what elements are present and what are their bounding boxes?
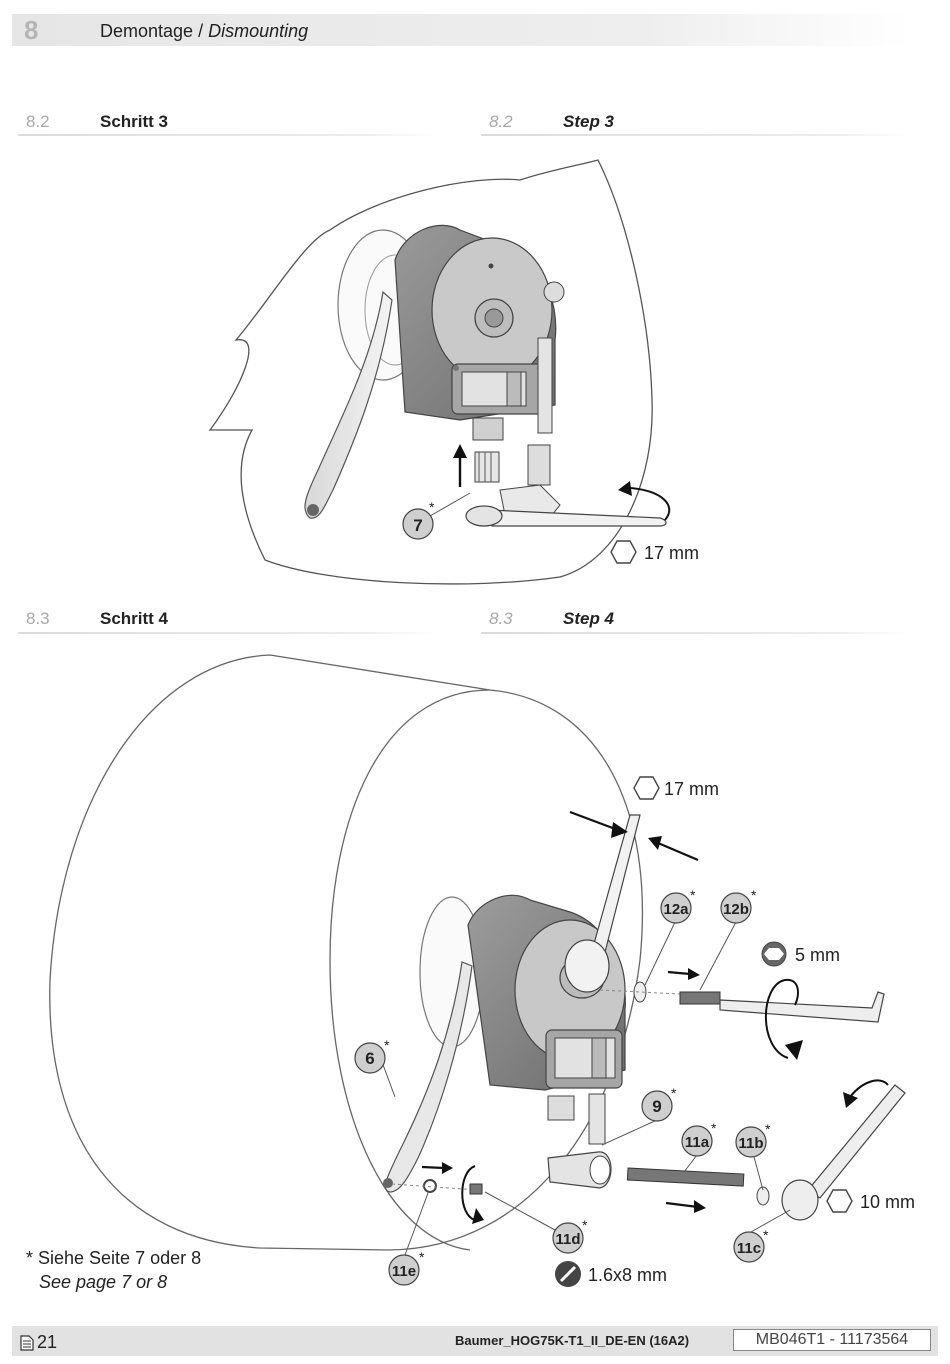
callout-11a: 11a * <box>681 1120 717 1157</box>
open-end-wrench <box>489 509 667 527</box>
chapter-header-bar <box>12 14 910 46</box>
callout-asterisk: * <box>765 1121 771 1137</box>
callout-asterisk: * <box>690 887 696 903</box>
hex-nut-icon <box>826 1189 853 1213</box>
tool-size-label: 17 mm <box>644 543 699 563</box>
section-title-en: Step 3 <box>563 112 615 131</box>
torque-arm <box>304 290 393 519</box>
section-number-de: 8.3 <box>26 609 50 628</box>
document-name: Baumer_HOG75K-T1_II_DE-EN (16A2) <box>455 1333 690 1348</box>
callout-label: 11a <box>685 1134 710 1151</box>
callout-circle <box>402 508 434 540</box>
tool-size-label: 1.6x8 mm <box>588 1265 667 1285</box>
section-title-en: Step 4 <box>563 609 615 628</box>
support-column <box>537 337 553 434</box>
chapter-number: 8 <box>24 15 39 45</box>
cable-gland <box>472 417 504 441</box>
callout-9: 9 * <box>641 1085 677 1122</box>
callout-12b: 12b * <box>720 887 757 924</box>
chapter-title-de: Demontage <box>100 21 194 41</box>
section-rule <box>18 134 438 136</box>
callout-label: 11e <box>392 1263 416 1280</box>
document-code: MB046T1 - 11173564 <box>733 1329 931 1351</box>
hex-nut-icon <box>610 540 637 564</box>
callout-asterisk: * <box>384 1037 390 1053</box>
page-number: 21 <box>20 1332 57 1353</box>
tool-size-label: 10 mm <box>860 1192 915 1212</box>
chapter-title: Demontage / Dismounting <box>100 21 308 42</box>
callout-11c: 11c * <box>733 1227 769 1263</box>
section-title-de: Schritt 4 <box>100 609 169 628</box>
footnote: * Siehe Seite 7 oder 8 See page 7 or 8 <box>26 1246 201 1294</box>
footnote-de: * Siehe Seite 7 oder 8 <box>26 1248 202 1268</box>
callout-asterisk: * <box>763 1227 769 1243</box>
section-rule <box>18 632 438 634</box>
callout-label: 6 <box>365 1049 374 1068</box>
callout-label: 12b <box>723 901 749 918</box>
rotation-arrow <box>629 487 671 521</box>
section-number-en: 8.2 <box>489 112 513 131</box>
hex-nut-icon <box>633 776 660 800</box>
callout-label: 11d <box>555 1231 580 1248</box>
callout-11d: 11d * <box>552 1217 588 1254</box>
document-icon <box>20 1334 34 1351</box>
section-number-de: 8.2 <box>26 112 50 131</box>
callout-11e: 11e * <box>388 1249 425 1286</box>
tool-size-label: 17 mm <box>664 779 719 799</box>
callout-label: 9 <box>652 1097 661 1116</box>
machine-outline <box>208 159 653 585</box>
callout-asterisk: * <box>751 887 757 903</box>
callout-label: 11c <box>737 1240 761 1257</box>
tool-size-label: 5 mm <box>795 945 840 965</box>
chapter-title-separator: / <box>193 21 209 41</box>
section-number-en: 8.3 <box>489 609 513 628</box>
callout-label: 11b <box>738 1135 763 1152</box>
callout-6: 6 * <box>354 1037 390 1074</box>
chapter-title-en: Dismounting <box>208 21 309 41</box>
section-title-de: Schritt 3 <box>100 112 169 131</box>
callout-asterisk: * <box>711 1120 717 1136</box>
callout-label: 12a <box>663 901 689 918</box>
callout-asterisk: * <box>429 499 435 515</box>
footnote-en: See page 7 or 8 <box>39 1272 168 1292</box>
section-rule <box>481 632 911 634</box>
callout-asterisk: * <box>419 1249 425 1265</box>
callout-11b: 11b * <box>735 1121 771 1158</box>
callout-asterisk: * <box>671 1085 677 1101</box>
callout-asterisk: * <box>582 1217 588 1233</box>
callout-12a: 12a * <box>660 887 696 924</box>
section-rule <box>481 134 911 136</box>
page-number-text: 21 <box>37 1332 58 1352</box>
step3-illustration: 7 * 17 mm <box>208 159 699 585</box>
callout-label: 7 <box>413 516 422 535</box>
